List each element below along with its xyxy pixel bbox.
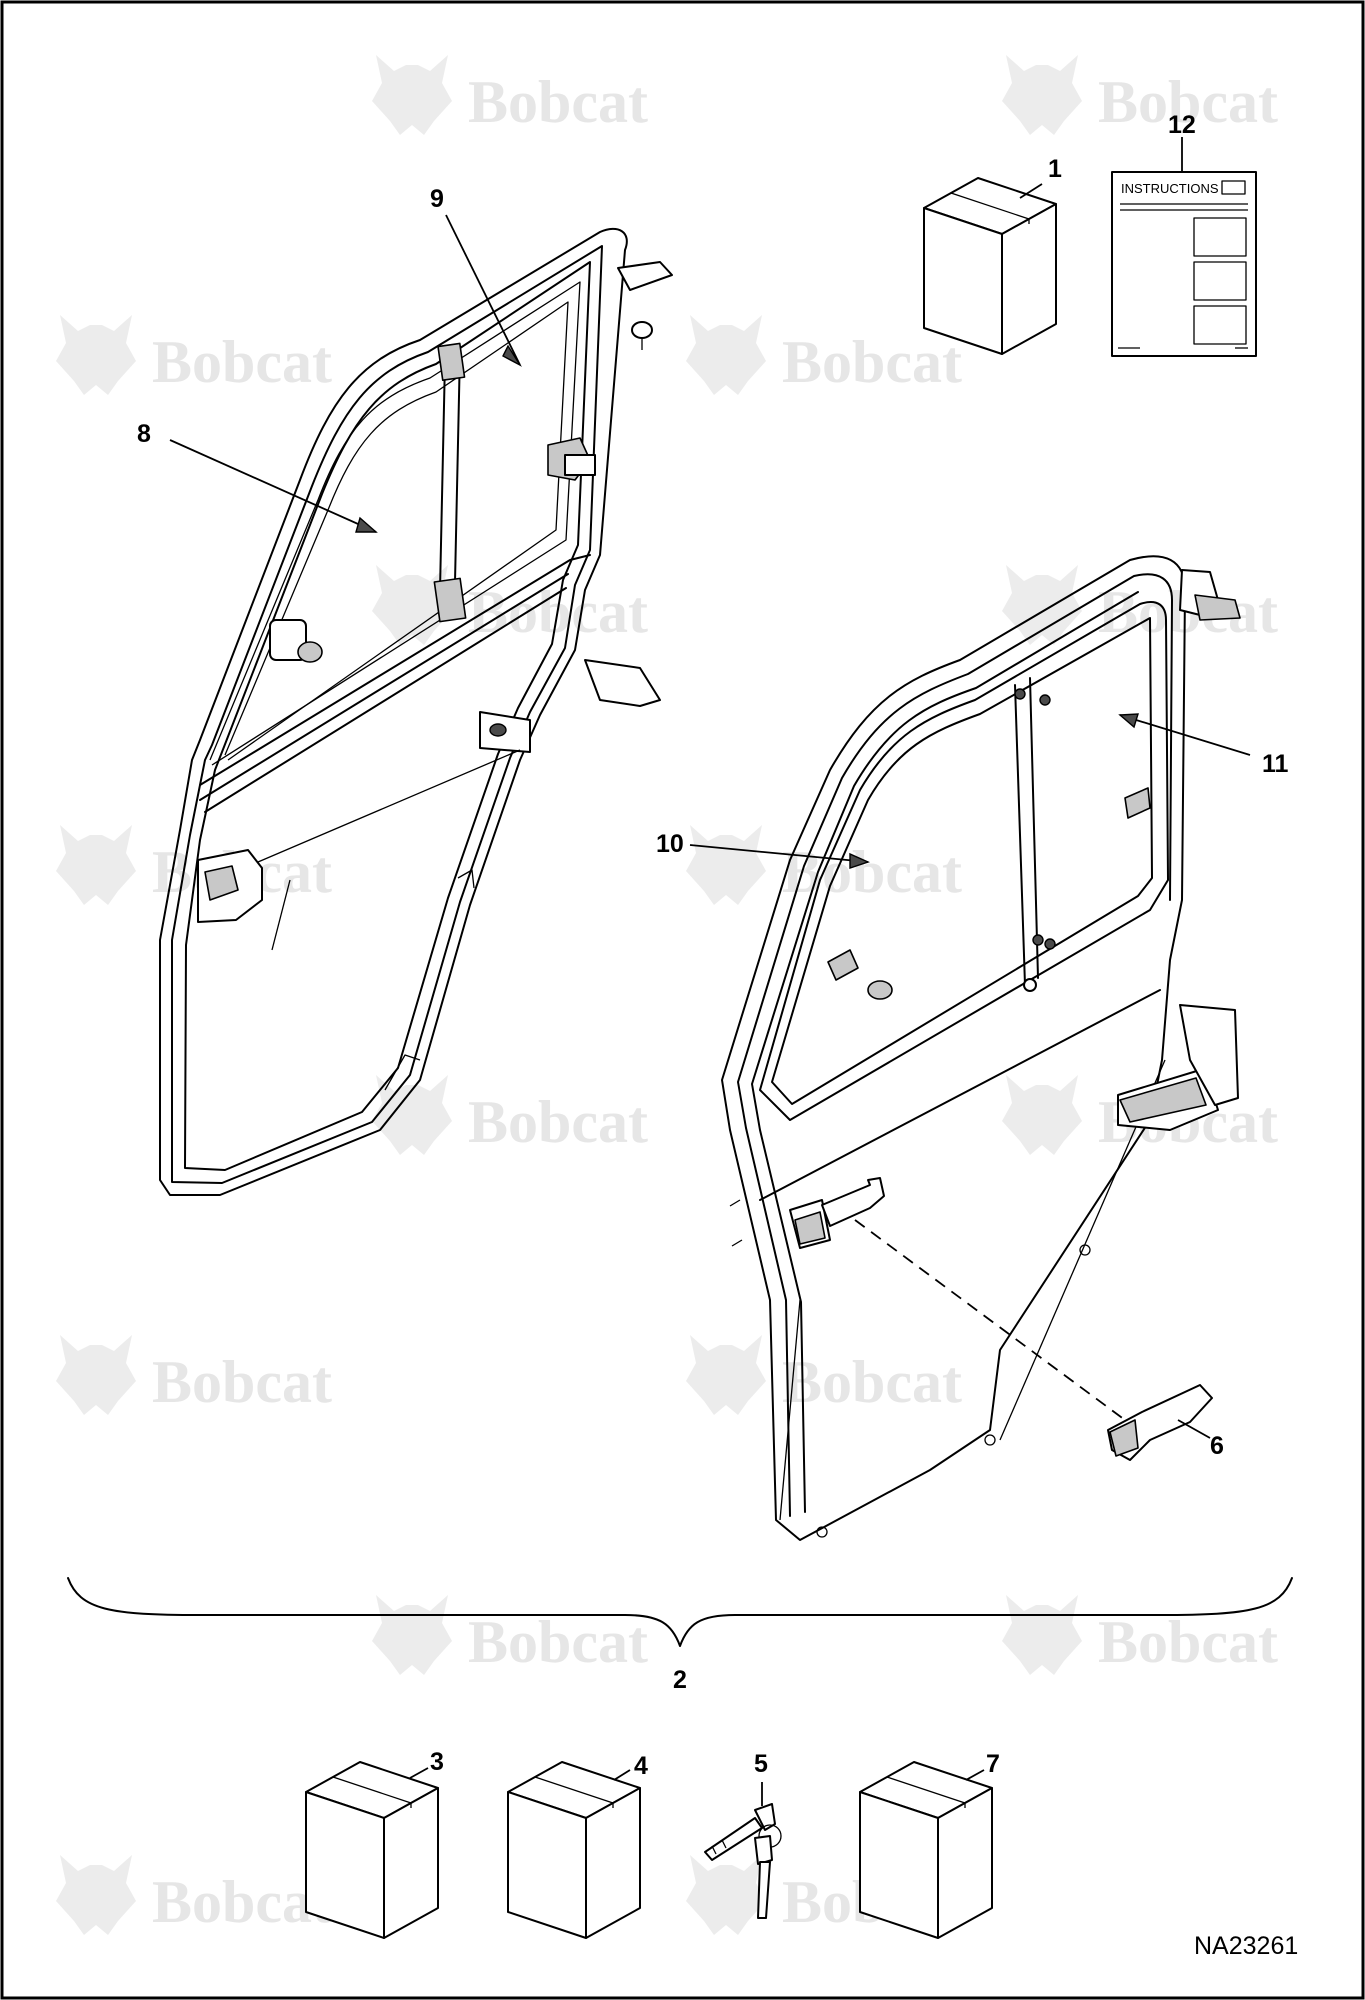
watermark-row-2: Bobcat Bobcat <box>56 315 962 395</box>
hardware-box-7 <box>859 1761 993 1939</box>
bobcat-logo-icon <box>1002 1075 1082 1155</box>
watermark-text: Bobcat <box>468 1609 648 1675</box>
watermark-text: Bobcat <box>782 1349 962 1415</box>
bobcat-logo-icon <box>372 1075 452 1155</box>
callout-3: 3 <box>430 1748 444 1776</box>
callout-8: 8 <box>137 420 151 448</box>
instructions-title: INSTRUCTIONS <box>1121 181 1219 196</box>
bobcat-logo-icon <box>686 825 766 905</box>
callout-9: 9 <box>430 185 444 213</box>
watermark-text: Bobcat <box>782 329 962 395</box>
watermark-row-1: Bobcat Bobcat <box>372 55 1278 135</box>
watermark-text: Bobcat <box>152 1869 332 1935</box>
left-door-frame <box>159 227 673 1196</box>
bobcat-logo-icon <box>686 1855 766 1935</box>
bobcat-logo-icon <box>56 1335 136 1415</box>
callout-6: 6 <box>1210 1432 1224 1460</box>
watermark-layer: Bobcat Bobcat Bobcat Bobcat Bobcat Bobca… <box>56 55 1278 1935</box>
bobcat-logo-icon <box>686 315 766 395</box>
callout-5: 5 <box>754 1750 768 1778</box>
bobcat-logo-icon <box>56 825 136 905</box>
watermark-text: Bobcat <box>152 1349 332 1415</box>
bobcat-logo-icon <box>1002 1595 1082 1675</box>
figure-id: NA23261 <box>1194 1932 1298 1960</box>
callout-12: 12 <box>1168 111 1196 139</box>
leader-lines <box>169 137 1251 1806</box>
watermark-text: Bobcat <box>1098 69 1278 135</box>
bobcat-logo-icon <box>372 1595 452 1675</box>
watermark-text: Bobcat <box>1098 1609 1278 1675</box>
bobcat-logo-icon <box>56 315 136 395</box>
watermark-text: Bobcat <box>782 839 962 905</box>
callouts: 1 12 9 8 11 10 6 2 3 4 5 7 <box>137 111 1289 1780</box>
keys-icon <box>704 1803 782 1919</box>
watermark-row-6: Bobcat Bobcat <box>56 1335 962 1415</box>
watermark-text: Bobcat <box>152 329 332 395</box>
callout-7: 7 <box>986 1750 1000 1778</box>
callout-1: 1 <box>1048 155 1062 183</box>
instructions-sheet: INSTRUCTIONS <box>1111 171 1257 357</box>
watermark-row-7: Bobcat Bobcat <box>372 1595 1278 1675</box>
hardware-box-3 <box>305 1761 439 1939</box>
watermark-text: Bobcat <box>468 1089 648 1155</box>
hardware-box-4 <box>507 1761 641 1939</box>
bobcat-logo-icon <box>1002 55 1082 135</box>
bobcat-logo-icon <box>372 55 452 135</box>
callout-11: 11 <box>1262 750 1289 778</box>
callout-10: 10 <box>656 830 684 858</box>
assembly-brace <box>67 1577 1293 1647</box>
hardware-box-1 <box>923 177 1057 355</box>
right-door <box>721 555 1241 1541</box>
bobcat-logo-icon <box>56 1855 136 1935</box>
callout-4: 4 <box>634 1752 648 1780</box>
watermark-text: Bobcat <box>468 69 648 135</box>
callout-2: 2 <box>673 1666 687 1694</box>
bobcat-logo-icon <box>686 1335 766 1415</box>
